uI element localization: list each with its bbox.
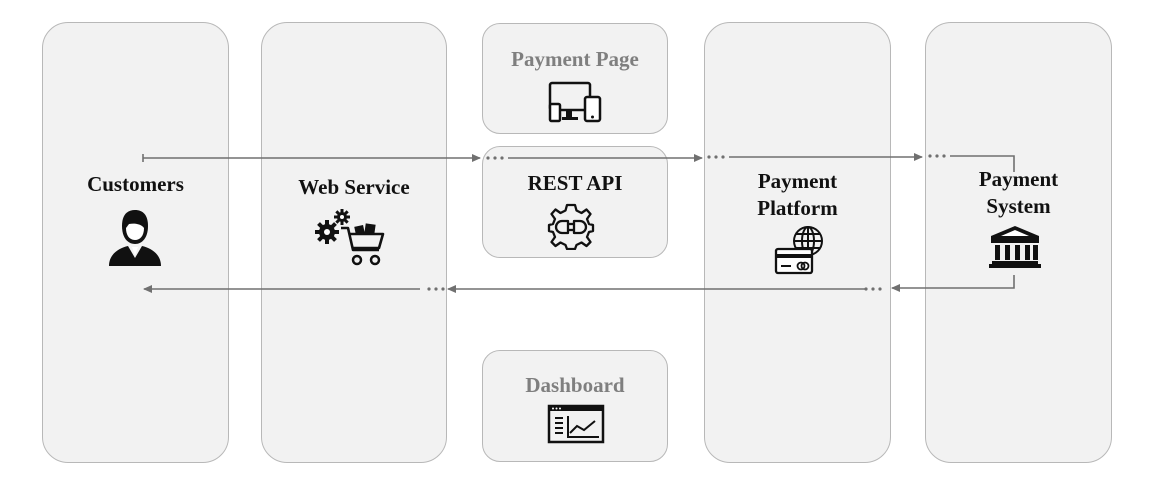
customers-label: Customers (87, 172, 184, 196)
gears-cart-icon (315, 209, 385, 266)
payment-system-label: Payment System (978, 167, 1059, 218)
dashboard-window-icon (547, 404, 605, 444)
dashboard-label: Dashboard (525, 373, 625, 397)
lane-web-service (261, 22, 447, 463)
rest-api-label: REST API (527, 171, 623, 195)
plug-gear-icon (547, 203, 595, 250)
devices-icon (548, 81, 602, 123)
globe-card-icon (774, 226, 823, 275)
user-icon (109, 210, 161, 266)
payment-page-label: Payment Page (511, 47, 639, 71)
box-rest-api (482, 146, 668, 258)
box-payment-page (482, 23, 668, 134)
lane-payment-platform (704, 22, 891, 463)
bank-icon (989, 226, 1041, 268)
web-service-label: Web Service (298, 175, 410, 199)
payment-platform-label: Payment Platform (757, 169, 838, 220)
